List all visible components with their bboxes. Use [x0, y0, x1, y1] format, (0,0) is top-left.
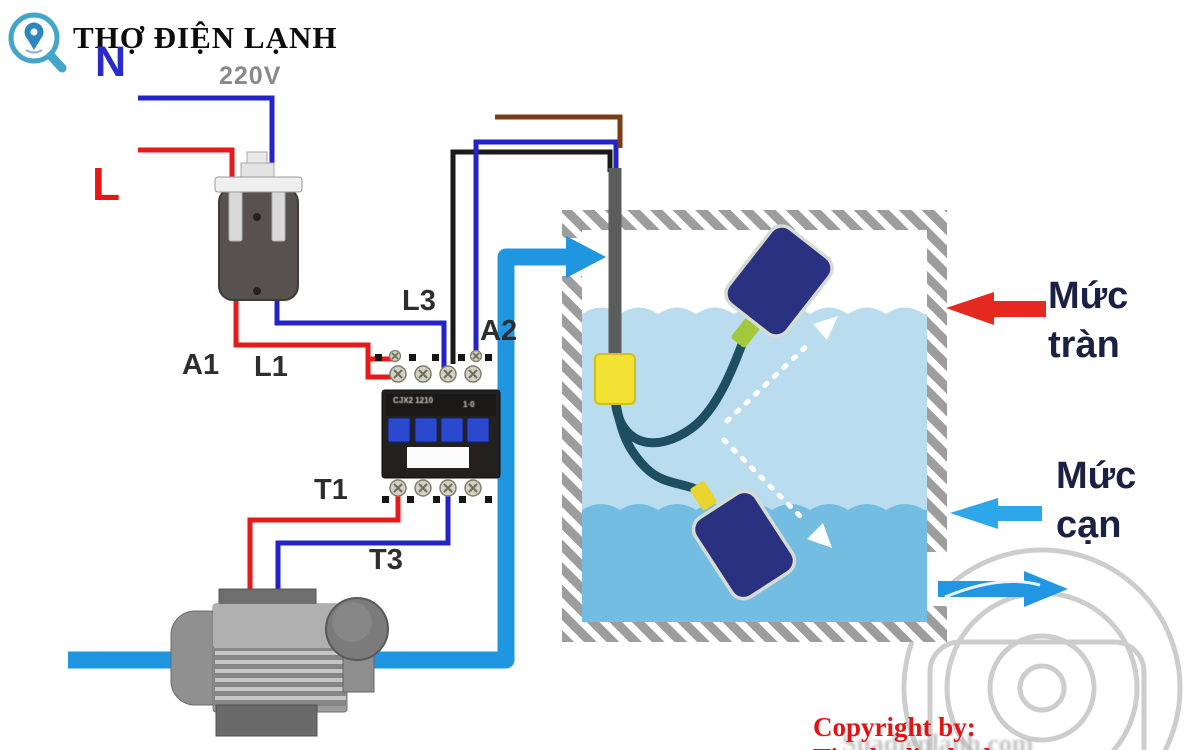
relay-flange [214, 176, 303, 193]
logo-text: THỢ ĐIỆN LẠNH [73, 20, 338, 55]
terminal-label-l3: L3 [402, 285, 436, 317]
float-cord-lower [610, 393, 706, 497]
terminal-label-a1: A1 [182, 349, 220, 381]
wire-t3 [275, 495, 451, 594]
wire-float-blue-a2 [473, 139, 619, 355]
upper-float [724, 224, 834, 338]
wire-float-brown-unused [495, 114, 623, 148]
tank-wall-right [927, 230, 947, 622]
terminal-label-l1: L1 [254, 351, 288, 383]
lower-float [691, 489, 797, 601]
overflow-level-label: Mức tràn [1048, 275, 1129, 366]
line-label: L [92, 158, 121, 210]
wire-t1 [247, 495, 401, 594]
coil-terminal-a2-screw [469, 349, 483, 363]
water-tank [558, 210, 949, 642]
terminal-t1-screw [389, 479, 407, 497]
contactor [375, 349, 501, 503]
contactor-label-plate [407, 447, 469, 468]
dashed-arrow-up [724, 316, 838, 424]
wire-float-black [450, 149, 613, 364]
neutral-label: N [95, 38, 127, 86]
coil-terminal-a1-screw [388, 349, 402, 363]
inlet-arrow [566, 236, 606, 278]
wire-line [138, 147, 235, 182]
lower-float-connector [690, 481, 717, 511]
tank-wall-top [562, 210, 947, 230]
terminal-l3-screw [439, 365, 457, 383]
contactor-rockers [387, 417, 490, 443]
relay-device [214, 151, 303, 301]
terminal-t3-screw [439, 479, 457, 497]
tank-wall-bottom [562, 622, 947, 642]
contactor-terminal-dots [375, 354, 492, 503]
relay-prong-right [271, 188, 286, 242]
low-level-arrow [950, 498, 1042, 529]
voltage-label: 220V [219, 62, 282, 90]
upper-float-connector [731, 316, 761, 348]
pump-motor [170, 588, 389, 737]
watermark-text: Suadienlanh.com [842, 729, 1034, 750]
float-switch-assembly [594, 168, 838, 601]
contactor-aux-text: 1·0 [463, 400, 475, 409]
magnifier-location-pin-icon [8, 12, 67, 73]
copyright-text: Copyright by: Timthodienlanh.com [813, 712, 1053, 750]
overflow-arrow [946, 292, 1046, 325]
inlet-pipe [68, 236, 606, 669]
terminal-screw [464, 365, 482, 383]
terminal-t2-screw [414, 479, 432, 497]
tank-wall-left [562, 230, 582, 622]
contactor-brand-text: CJX2 1210 [393, 396, 434, 405]
wire-coil-blue [274, 296, 447, 370]
terminal-l1-screw [389, 365, 407, 383]
terminal-label-a2: A2 [480, 315, 518, 347]
low-level-label: Mức cạn [1056, 455, 1137, 546]
relay-prong-left [228, 188, 243, 242]
terminal-label-t1: T1 [314, 474, 348, 506]
float-counterweight [594, 353, 636, 405]
wire-neutral [138, 95, 275, 182]
outlet-arrow [938, 571, 1068, 607]
terminal-label-t3: T3 [369, 544, 403, 576]
terminal-l2-screw [414, 365, 432, 383]
dashed-arrow-down [721, 437, 832, 548]
pump-base [215, 704, 318, 737]
terminal-screw-2 [464, 479, 482, 497]
wire-coil-red [233, 296, 392, 380]
